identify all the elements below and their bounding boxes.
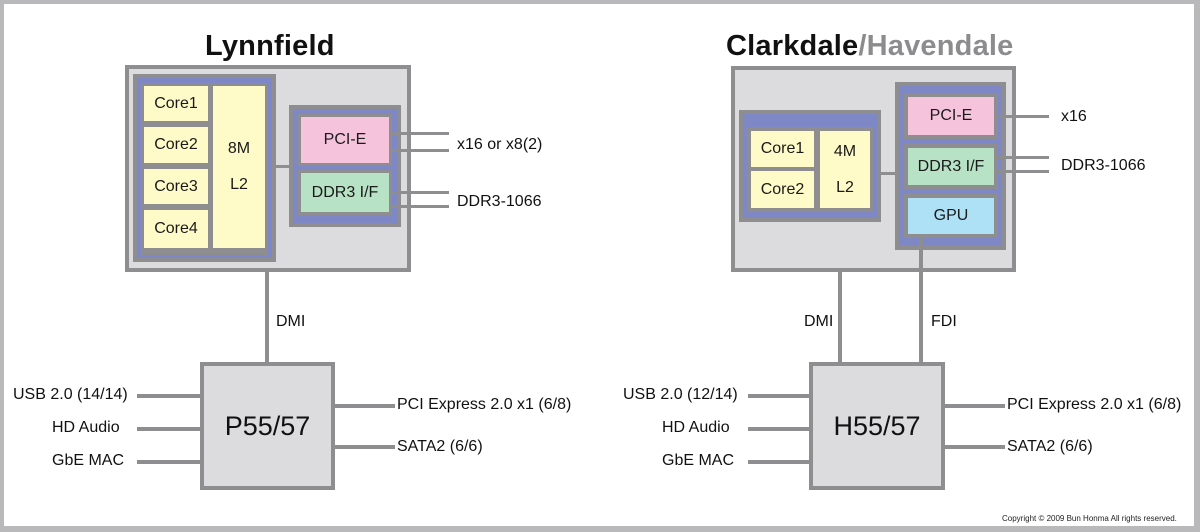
lynnfield-core3: Core3 (144, 169, 208, 204)
gbe-label-right: GbE MAC (662, 452, 735, 469)
lynnfield-ddr-line-2 (389, 205, 449, 208)
pcie-x1-line-right (945, 404, 1005, 408)
copyright-notice: Copyright © 2009 Bun Honma All rights re… (1002, 514, 1177, 523)
usb-line-left (137, 394, 201, 398)
clarkdale-title-main: Clarkdale (726, 30, 859, 62)
audio-line-left (137, 427, 201, 431)
havendale-title-alt: /Havendale (858, 30, 1014, 62)
clarkdale-ddr-line-1 (994, 156, 1049, 159)
sata-line-right (945, 445, 1005, 449)
clarkdale-ddr-line-2 (994, 170, 1049, 173)
lynnfield-l2-level: L2 (230, 176, 248, 193)
lynnfield-pcie-line-1 (389, 132, 449, 135)
audio-label-left: HD Audio (52, 419, 120, 436)
clarkdale-title: Clarkdale/Havendale (726, 30, 1014, 63)
lynnfield-ddr-out-label: DDR3-1066 (457, 193, 542, 210)
lynnfield-title: Lynnfield (205, 30, 335, 62)
lynnfield-internal-link (276, 165, 290, 168)
p55-chipset: P55/57 (200, 362, 335, 490)
lynnfield-pcie: PCI-E (301, 117, 389, 163)
usb-line-right (748, 394, 810, 398)
lynnfield-dmi-line (265, 272, 269, 363)
clarkdale-dmi-line (838, 272, 842, 365)
lynnfield-pcie-line-2 (389, 149, 449, 152)
pcie-x1-label-left: PCI Express 2.0 x1 (6/8) (397, 396, 572, 413)
gbe-label-left: GbE MAC (52, 452, 125, 469)
lynnfield-core2: Core2 (144, 127, 208, 163)
pcie-x1-line-left (335, 404, 395, 408)
gbe-line-right (748, 460, 810, 464)
clarkdale-pcie-out-label: x16 (1061, 108, 1087, 125)
lynnfield-l2-cache: 8M L2 (213, 86, 265, 248)
clarkdale-fdi-label: FDI (931, 313, 957, 330)
clarkdale-gpu: GPU (908, 198, 994, 234)
clarkdale-pcie-line (994, 115, 1049, 118)
clarkdale-ddr-if: DDR3 I/F (908, 148, 994, 185)
clarkdale-l2-cache: 4M L2 (820, 131, 870, 208)
lynnfield-pcie-out-label: x16 or x8(2) (457, 136, 543, 153)
audio-label-right: HD Audio (662, 419, 730, 436)
clarkdale-core1: Core1 (751, 131, 814, 167)
clarkdale-pcie: PCI-E (908, 97, 994, 135)
clarkdale-ddr-out-label: DDR3-1066 (1061, 157, 1146, 174)
sata-label-left: SATA2 (6/6) (397, 438, 483, 455)
clarkdale-l2-level: L2 (836, 178, 854, 196)
lynnfield-core4: Core4 (144, 210, 208, 248)
gbe-line-left (137, 460, 201, 464)
lynnfield-ddr-line-1 (389, 191, 449, 194)
clarkdale-internal-link (881, 172, 896, 175)
lynnfield-ddr-if: DDR3 I/F (301, 173, 389, 212)
audio-line-right (748, 427, 810, 431)
sata-label-right: SATA2 (6/6) (1007, 438, 1093, 455)
pcie-x1-label-right: PCI Express 2.0 x1 (6/8) (1007, 396, 1182, 413)
clarkdale-l2-size: 4M (833, 142, 857, 160)
lynnfield-core1: Core1 (144, 86, 208, 121)
sata-line-left (335, 445, 395, 449)
lynnfield-dmi-label: DMI (276, 313, 306, 330)
usb-label-right: USB 2.0 (12/14) (623, 386, 738, 403)
clarkdale-dmi-label: DMI (804, 313, 834, 330)
clarkdale-fdi-line (919, 238, 923, 365)
h55-chipset: H55/57 (809, 362, 945, 490)
usb-label-left: USB 2.0 (14/14) (13, 386, 128, 403)
clarkdale-core2: Core2 (751, 171, 814, 208)
lynnfield-l2-size: 8M (227, 140, 251, 157)
